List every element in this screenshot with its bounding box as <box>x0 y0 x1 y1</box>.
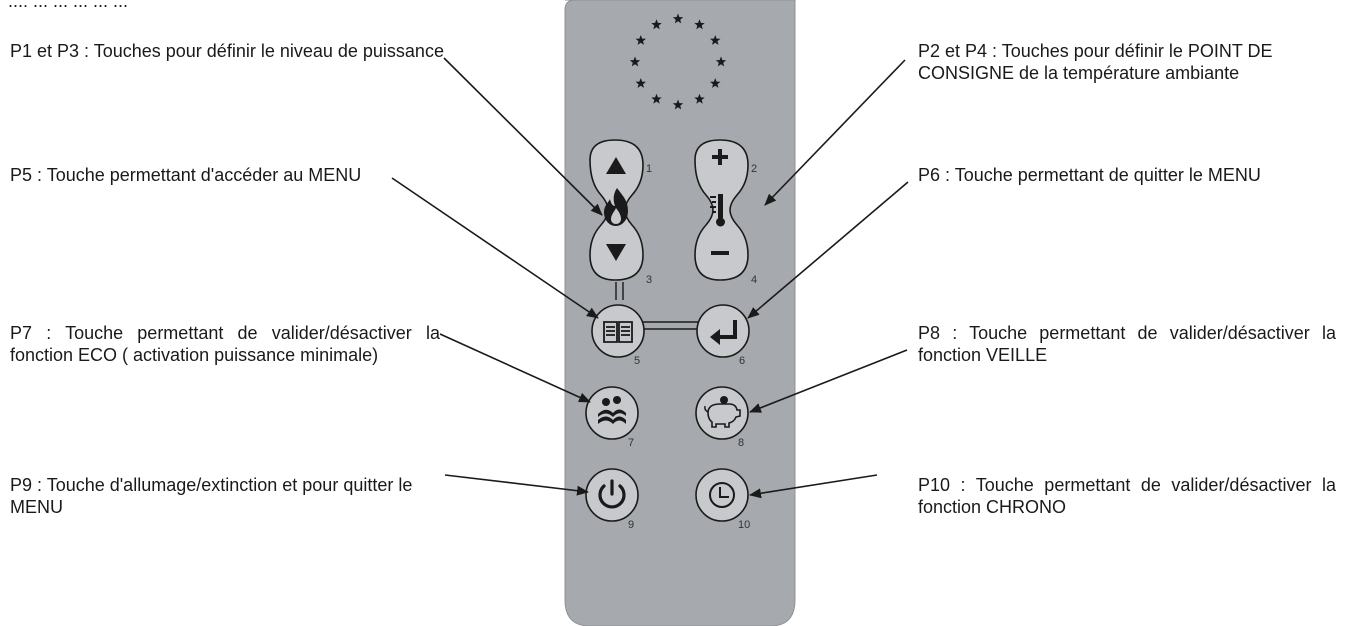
p10-key[interactable] <box>695 468 749 522</box>
flame-icon-inner <box>611 208 621 224</box>
note-p9: P9 : Touche d'allumage/extinction et pou… <box>10 475 413 517</box>
key-number-8: 8 <box>738 437 744 449</box>
note-p6: P6 : Touche permettant de quitter le MEN… <box>918 165 1261 185</box>
arrow-p5 <box>391 177 599 319</box>
key-number-labels: 1 2 3 4 5 6 7 8 9 10 <box>628 163 757 531</box>
key-number-10: 10 <box>738 519 750 531</box>
clock-icon[interactable] <box>709 482 735 508</box>
p5-key[interactable] <box>591 304 645 358</box>
enter-arrow-icon[interactable] <box>710 320 737 345</box>
eco-icon[interactable] <box>598 396 626 424</box>
p8-key[interactable] <box>695 386 749 440</box>
eu-star <box>651 19 662 30</box>
eu-star <box>635 35 646 45</box>
key-number-2: 2 <box>751 163 757 175</box>
arrow-p1-p3 <box>443 57 603 216</box>
eu-star <box>710 78 721 88</box>
eu-star <box>715 56 727 67</box>
top-caption: ...: ... ... ... ... ... <box>8 0 129 11</box>
key-number-7: 7 <box>628 437 634 449</box>
note-p8: P8 : Touche permettant de valider/désact… <box>918 323 1336 365</box>
arrow-p6 <box>747 181 909 319</box>
key-number-3: 3 <box>646 274 652 286</box>
flame-icon <box>604 188 628 226</box>
power-icon[interactable] <box>598 479 626 509</box>
eu-star <box>651 93 662 104</box>
note-p7: P7 : Touche permettant de valider/désact… <box>10 323 440 365</box>
eu-star <box>694 19 705 30</box>
eu-star <box>672 99 684 110</box>
arrow-p9 <box>444 474 589 496</box>
note-p5: P5 : Touche permettant d'accéder au MENU <box>10 165 362 185</box>
piggy-bank-icon[interactable] <box>704 396 741 428</box>
arrow-p8 <box>749 349 908 413</box>
minus-icon[interactable] <box>711 251 729 255</box>
key-number-5: 5 <box>634 355 640 367</box>
key-number-9: 9 <box>628 519 634 531</box>
triangle-down-icon[interactable] <box>606 244 626 261</box>
eu-stars-icon <box>629 13 727 110</box>
triangle-up-icon[interactable] <box>606 157 626 174</box>
p6-key[interactable] <box>696 304 750 358</box>
arrow-p2-p4 <box>764 59 906 206</box>
note-p1-p3: P1 et P3 : Touches pour définir le nivea… <box>10 41 444 61</box>
eu-star <box>629 56 641 67</box>
key-number-6: 6 <box>739 355 745 367</box>
thermometer-icon <box>710 194 725 227</box>
eu-star <box>710 35 721 45</box>
key-number-1: 1 <box>646 163 652 175</box>
arrow-p7 <box>439 333 591 403</box>
plus-icon[interactable] <box>712 149 728 165</box>
eu-star <box>635 78 646 88</box>
note-p2-p4: P2 et P4 : Touches pour définir le POINT… <box>918 41 1273 83</box>
key-number-4: 4 <box>751 274 757 286</box>
arrow-p10 <box>749 474 878 499</box>
eu-star <box>694 93 705 104</box>
note-p10: P10 : Touche permettant de valider/désac… <box>918 475 1336 517</box>
eu-star <box>672 13 684 24</box>
book-icon[interactable] <box>603 321 633 343</box>
